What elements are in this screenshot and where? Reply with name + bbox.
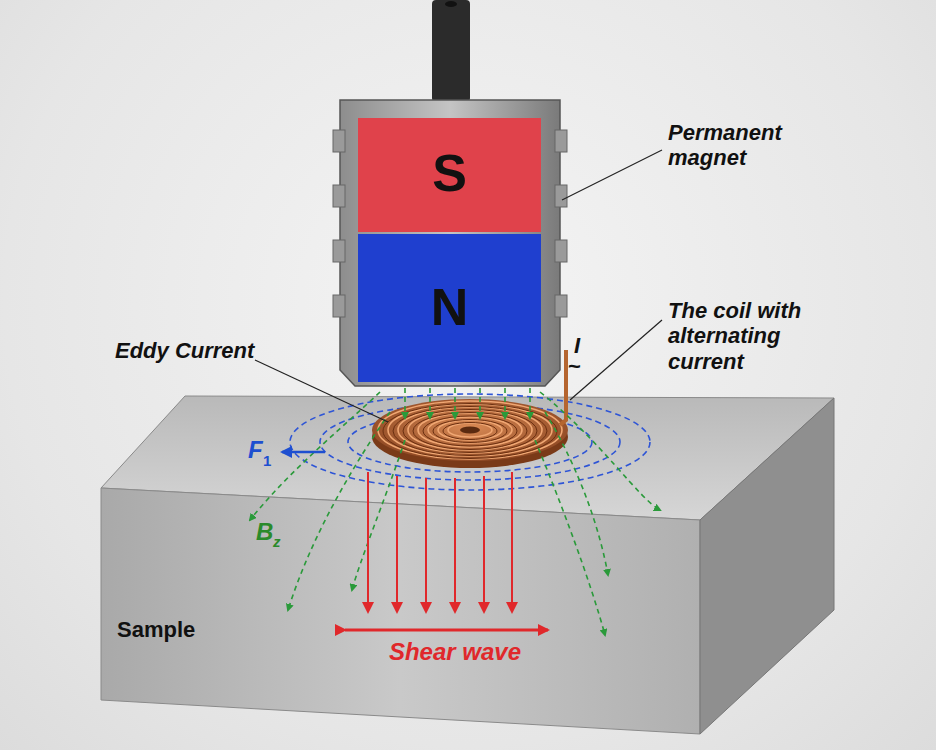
- shear-wave-arrow: [345, 629, 548, 632]
- field-subscript: z: [273, 533, 281, 550]
- force-subscript: 1: [263, 452, 271, 469]
- ac-symbol: ~: [568, 354, 581, 379]
- stem-hole: [445, 1, 457, 7]
- force-symbol: F: [248, 436, 263, 464]
- coil-label: The coil with alternating current: [668, 298, 838, 374]
- magnet-stem: [432, 0, 470, 102]
- field-symbol: B: [256, 518, 273, 546]
- force-arrow: [282, 451, 325, 454]
- south-pole: S: [358, 118, 541, 232]
- magnet-label: Permanent magnet: [668, 120, 818, 171]
- node-label: Sample: [117, 617, 237, 642]
- node-label: S: [358, 144, 541, 204]
- north-pole: N: [358, 234, 541, 382]
- eddy-current-label: Eddy Current: [115, 338, 305, 363]
- shear-wave-label: Shear wave: [345, 638, 565, 666]
- magnet-housing: [340, 100, 560, 386]
- node-label: N: [358, 278, 541, 338]
